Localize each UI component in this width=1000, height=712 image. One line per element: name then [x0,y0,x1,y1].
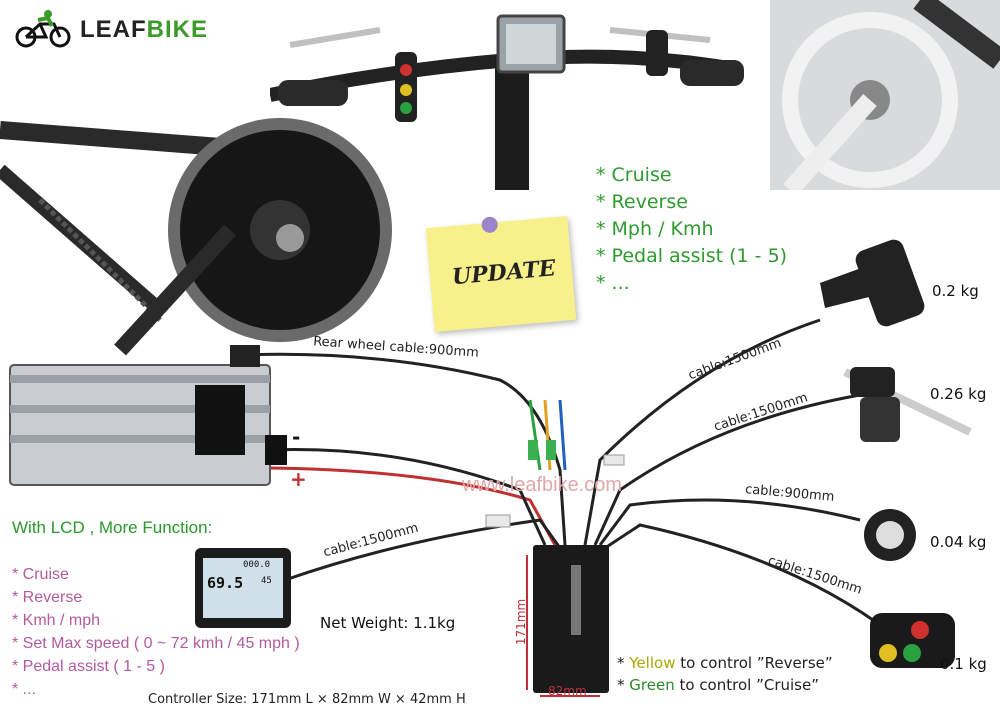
controller-height-line [526,555,528,690]
top-feature-item: * ... [596,272,630,294]
lcd-display: 69.5 45 000.0 [195,548,291,628]
lcd-feature-item: * Kmh / mph [12,612,101,629]
lcd-screen-speed: 69.5 [207,574,244,592]
controller-width-line [540,695,600,697]
handlebar-image [270,14,744,190]
logo-text-suffix: BIKE [146,16,209,43]
minus-sign: - [292,425,301,449]
lcd-screen-small: 45 [261,576,272,586]
lcd-screen: 69.5 45 000.0 [203,558,283,618]
pas-weight: 0.04 kg [930,533,987,551]
lcd-feature-list: * Cruise * Reverse * Kmh / mph * Set Max… [12,563,300,701]
pas-sensor-image [864,509,916,561]
battery-image [9,345,287,486]
lcd-feature-item: * Pedal assist ( 1 - 5 ) [12,658,165,675]
lcd-feature-item: * Reverse [12,589,83,606]
controller-label-sticker [571,565,581,635]
lcd-feature-item: * ... [12,681,37,698]
plus-sign: + [290,467,307,491]
controller-width-dim: 82mm [548,684,587,698]
brake-weight: 0.26 kg [930,385,987,403]
top-feature-list: * Cruise * Reverse * Mph / Kmh * Pedal a… [596,162,787,297]
top-feature-item: * Pedal assist (1 - 5) [596,245,788,267]
brake-lever-image [843,367,972,442]
logo: LEAFBIKE [14,10,214,50]
yellow-word: Yellow [629,654,676,672]
reverse-note: * Yellow to control ”Reverse” [617,654,833,672]
control-switch-image [870,613,955,668]
controller-box [533,545,609,693]
disc-brake-image [770,0,1000,190]
rear-wheel-motor-image [0,118,392,356]
top-feature-item: * Cruise [596,164,672,186]
throttle-image [820,239,925,327]
throttle-weight: 0.2 kg [932,282,979,300]
lcd-section-title: With LCD , More Function: [12,518,213,537]
lcd-feature-item: * Set Max speed ( 0 ~ 72 kmh / 45 mph ) [12,635,300,652]
cruise-note: * Green to control ”Cruise” [617,676,819,694]
top-feature-item: * Mph / Kmh [596,218,714,240]
cyclist-icon [15,10,71,48]
controller-size: Controller Size: 171mm L × 82mm W × 42mm… [148,692,466,707]
switch-weight: 0.1 kg [940,655,987,673]
lcd-feature-item: * Cruise [12,566,69,583]
top-feature-item: * Reverse [596,191,688,213]
watermark: www.leafbike.com [462,474,623,496]
net-weight: Net Weight: 1.1kg [320,614,456,632]
green-word: Green [629,676,675,694]
controller-notes: * Yellow to control ”Reverse” * Green to… [617,652,833,696]
logo-text-prefix: LEAF [80,16,147,43]
lcd-screen-odometer: 000.0 [243,560,271,570]
